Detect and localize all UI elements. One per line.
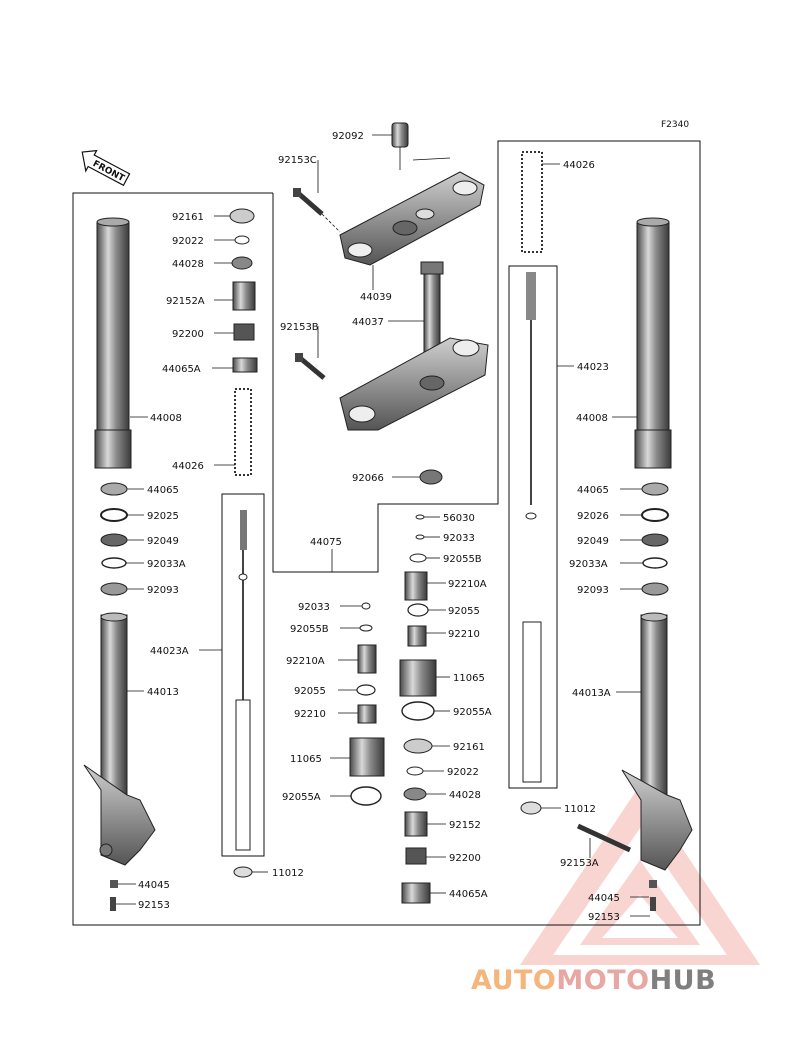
label-44037: 44037 (352, 317, 384, 328)
steering-stem (339, 261, 489, 431)
label-r-92026: 92026 (577, 511, 609, 522)
left-assembly-frame (72, 192, 490, 926)
label-left-92161: 92161 (172, 212, 204, 223)
label-left-92025: 92025 (147, 511, 179, 522)
label-r-92093: 92093 (577, 585, 609, 596)
left-small-parts (100, 208, 258, 911)
label-c-92055a: 92055A (282, 792, 321, 803)
label-c-11012: 11012 (272, 868, 304, 879)
label-m-11065: 11065 (453, 673, 485, 684)
label-m-44028: 44028 (449, 790, 481, 801)
label-r-44045: 44045 (588, 893, 620, 904)
label-m-92210a: 92210A (448, 579, 487, 590)
figure-code: F2340 (661, 120, 690, 130)
left-spring (234, 388, 252, 476)
upper-clamp (339, 122, 485, 266)
label-c-92210: 92210 (294, 709, 326, 720)
label-c-92055: 92055 (294, 686, 326, 697)
label-r-44008: 44008 (576, 413, 608, 424)
label-left-92153: 92153 (138, 900, 170, 911)
label-r-92033a: 92033A (569, 559, 608, 570)
label-92066: 92066 (352, 473, 384, 484)
left-fork-inner-tube (83, 612, 156, 866)
left-fork-outer-tube (94, 217, 132, 469)
label-92153c: 92153C (278, 155, 317, 166)
label-r-11012: 11012 (564, 804, 596, 815)
label-c-11065: 11065 (290, 754, 322, 765)
label-left-44028: 44028 (172, 259, 204, 270)
leader-lines (116, 134, 650, 917)
label-left-92200: 92200 (172, 329, 204, 340)
label-left-44026: 44026 (172, 461, 204, 472)
center-assembly-frame (272, 140, 701, 926)
label-m-92033: 92033 (443, 533, 475, 544)
label-44075: 44075 (310, 537, 342, 548)
label-r-92153a: 92153A (560, 858, 599, 869)
right-fork-outer-tube (634, 217, 672, 469)
nut-92066 (419, 469, 443, 485)
label-r-44023: 44023 (577, 362, 609, 373)
part-labels: 92092 92153C 44039 44037 92153B 92066 44… (138, 131, 620, 923)
label-m-92022: 92022 (447, 767, 479, 778)
cartridge-box-left (221, 493, 265, 857)
watermark-auto: AUTO (471, 965, 557, 996)
label-m-92055: 92055 (448, 606, 480, 617)
label-left-44008: 44008 (150, 413, 182, 424)
label-m-92161: 92161 (453, 742, 485, 753)
label-c-92210a: 92210A (286, 656, 325, 667)
label-92092: 92092 (332, 131, 364, 142)
label-left-44013: 44013 (147, 687, 179, 698)
label-m-92152: 92152 (449, 820, 481, 831)
front-arrow-icon: FRONT (81, 149, 131, 187)
label-left-44023a: 44023A (150, 646, 189, 657)
label-m-92055a: 92055A (453, 707, 492, 718)
label-r-92153: 92153 (588, 912, 620, 923)
label-m-44065a: 44065A (449, 889, 488, 900)
automotohub-watermark: AUTOMOTOHUB (471, 965, 716, 996)
label-44039: 44039 (360, 292, 392, 303)
label-m-92210: 92210 (448, 629, 480, 640)
label-left-92022: 92022 (172, 236, 204, 247)
label-left-44065a: 44065A (162, 364, 201, 375)
center-small-parts (349, 514, 437, 904)
label-left-92093: 92093 (147, 585, 179, 596)
label-92153b: 92153B (280, 322, 319, 333)
right-small-parts (520, 151, 669, 911)
label-c-92055b: 92055B (290, 624, 329, 635)
label-r-44013a: 44013A (572, 688, 611, 699)
label-m-92200: 92200 (449, 853, 481, 864)
watermark-hub: HUB (649, 965, 717, 996)
right-fork-inner-tube (621, 612, 693, 871)
label-left-92033a: 92033A (147, 559, 186, 570)
label-m-56030: 56030 (443, 513, 475, 524)
watermark-triangle-logo (520, 785, 760, 965)
label-r-92049: 92049 (577, 536, 609, 547)
cartridge-box-right (508, 265, 558, 789)
left-cartridge-rod (233, 510, 253, 878)
label-left-92049: 92049 (147, 536, 179, 547)
label-left-44045: 44045 (138, 880, 170, 891)
label-left-92152a: 92152A (166, 296, 205, 307)
label-left-44065: 44065 (147, 485, 179, 496)
right-cartridge-rod (522, 272, 542, 783)
label-m-92055b: 92055B (443, 554, 482, 565)
label-c-92033: 92033 (298, 602, 330, 613)
label-r-44065: 44065 (577, 485, 609, 496)
bolt-92153c (293, 188, 341, 233)
watermark-moto: MOTO (556, 965, 650, 996)
label-r-44026: 44026 (563, 160, 595, 171)
bolt-92153b (295, 353, 326, 380)
